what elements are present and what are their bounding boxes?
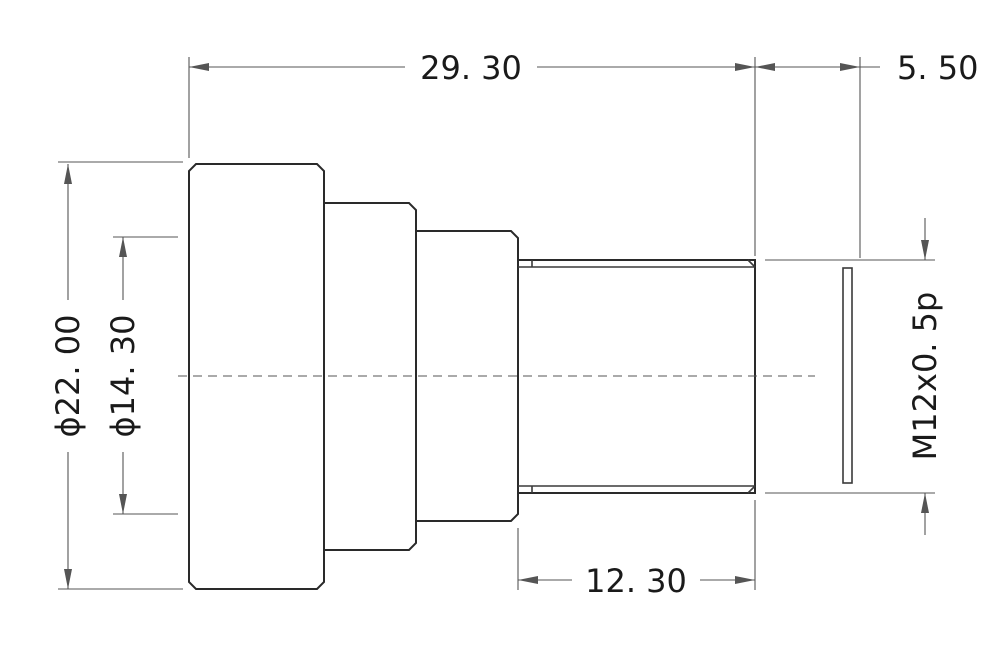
outer-diameter-label: ϕ22. 00 [49,315,87,438]
thread-chamfer [747,259,756,494]
dim-thread-spec: M12x0. 5p [906,218,944,535]
dim-thread-length: 12. 30 [518,500,756,600]
thread-length-label: 12. 30 [585,562,687,600]
step-diameter-label: ϕ14. 30 [104,315,142,438]
dim-overall-length: 29. 30 [189,49,755,87]
dim-flange-to-sensor: 5. 50 [755,49,978,87]
sensor-plate [842,267,853,484]
overall-length-label: 29. 30 [420,49,522,87]
dim-outer-diameter: ϕ22. 00 [49,164,87,589]
flange-to-sensor-label: 5. 50 [897,49,978,87]
extension-lines [58,57,935,590]
thread-crest-bottom [518,485,755,493]
thread-barrel [517,259,756,494]
dim-step-diameter: ϕ14. 30 [104,237,142,514]
front-housing [188,163,325,590]
thread-spec-label: M12x0. 5p [906,292,944,461]
lens-body [188,163,853,590]
middle-step [324,202,417,551]
thread-crest-top [518,260,755,268]
